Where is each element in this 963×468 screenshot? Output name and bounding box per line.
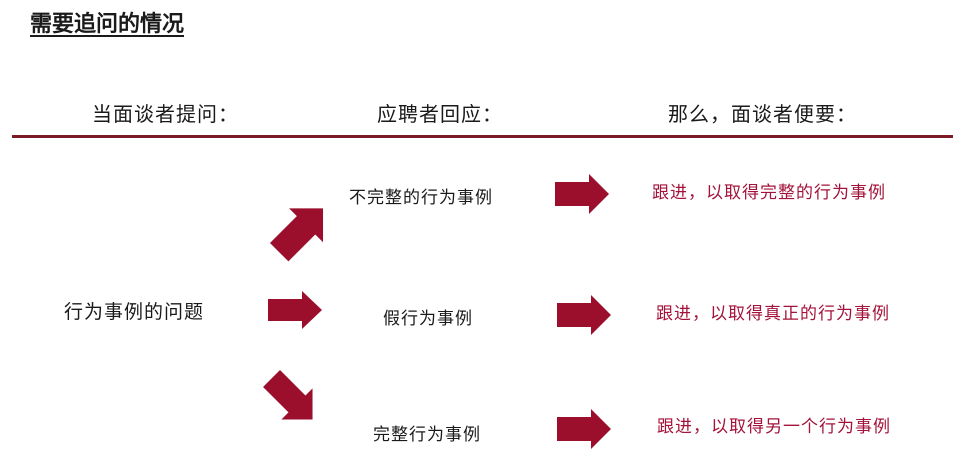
- follow-up-genuine: 跟进，以取得真正的行为事例: [656, 304, 890, 324]
- header-interviewer-asks: 当面谈者提问：: [92, 102, 239, 126]
- arrow-right-icon: [557, 295, 611, 335]
- header-interviewer-then: 那么，面谈者便要：: [668, 102, 857, 126]
- question-label: 行为事例的问题: [64, 301, 205, 323]
- arrow-right-icon: [268, 291, 322, 329]
- arrow-right-icon: [555, 174, 609, 214]
- response-false: 假行为事例: [383, 309, 473, 329]
- response-incomplete: 不完整的行为事例: [349, 188, 493, 208]
- arrow-right-icon: [557, 409, 611, 449]
- page-title: 需要追问的情况: [30, 11, 185, 37]
- arrow-up-right-icon: [270, 208, 324, 262]
- header-divider: [12, 135, 953, 138]
- arrow-down-right-icon: [263, 370, 313, 420]
- follow-up-complete: 跟进，以取得完整的行为事例: [652, 183, 886, 203]
- follow-up-another: 跟进，以取得另一个行为事例: [657, 417, 891, 437]
- response-complete: 完整行为事例: [373, 425, 481, 445]
- header-candidate-responds: 应聘者回应：: [377, 102, 503, 126]
